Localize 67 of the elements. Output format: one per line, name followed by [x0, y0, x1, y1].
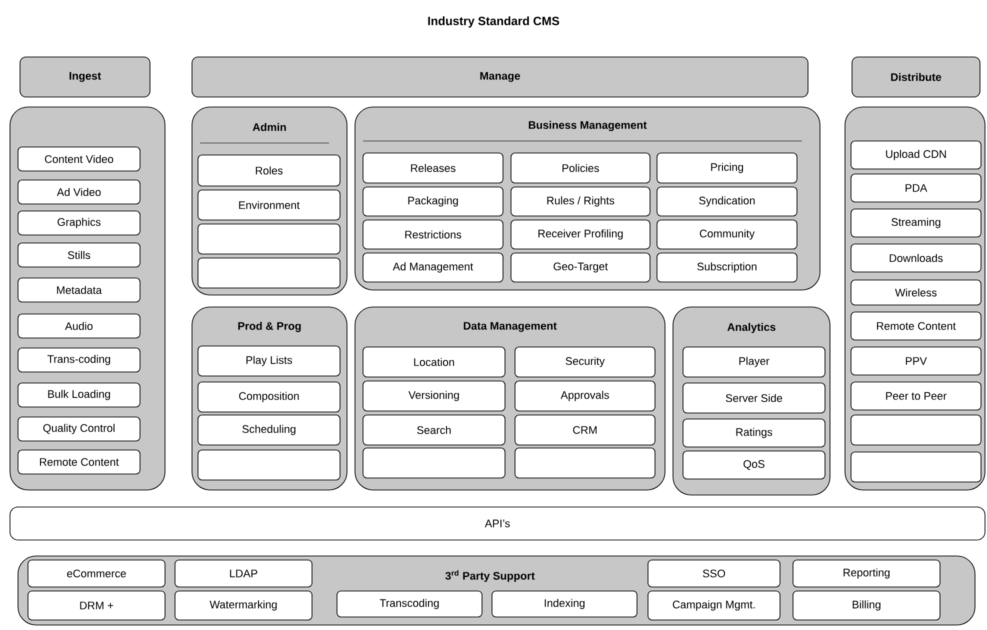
item-box: Quality Control: [18, 416, 140, 442]
item-box: Remote Content: [18, 450, 140, 474]
item-box: SSO: [648, 560, 780, 588]
empty-box: [362, 448, 506, 478]
item-box: Graphics: [18, 210, 140, 236]
item-box: Scheduling: [198, 414, 340, 446]
item-box: Rules / Rights: [510, 186, 650, 216]
item-box: LDAP: [174, 560, 312, 588]
item-box: Releases: [362, 152, 504, 184]
item-box: Content Video: [18, 146, 140, 172]
item-box: Ratings: [682, 418, 826, 448]
item-box: Downloads: [850, 244, 982, 272]
item-box: QoS: [682, 450, 826, 480]
empty-box: [198, 450, 340, 480]
item-box: Receiver Profiling: [510, 220, 650, 250]
section-header: Manage: [192, 56, 808, 98]
item-box: DRM +: [28, 590, 166, 620]
empty-box: [198, 224, 340, 254]
item-box: Security: [514, 346, 656, 378]
item-box: Stills: [18, 242, 140, 268]
item-box: Bulk Loading: [18, 382, 140, 408]
item-box: Community: [656, 220, 798, 250]
empty-box: [850, 414, 982, 446]
section-header: Distribute: [852, 56, 980, 98]
item-box: Server Side: [682, 382, 826, 414]
item-box: Billing: [792, 590, 940, 620]
item-box: Remote Content: [850, 312, 982, 340]
item-box: Ad Management: [362, 252, 504, 282]
item-box: Environment: [198, 190, 340, 220]
item-box: Approvals: [514, 380, 656, 412]
item-box: Watermarking: [174, 590, 312, 620]
item-box: Policies: [510, 152, 650, 184]
item-box: Play Lists: [198, 346, 340, 376]
item-box: Audio: [18, 314, 140, 338]
item-box: Metadata: [18, 278, 140, 302]
item-box: Trans-coding: [18, 348, 140, 372]
item-box: Roles: [198, 154, 340, 186]
item-box: Location: [362, 346, 506, 378]
item-box: eCommerce: [28, 560, 166, 588]
api-bar: API’s: [10, 506, 986, 540]
item-box: PDA: [850, 174, 982, 202]
item-box: Restrictions: [362, 220, 504, 250]
item-box: Peer to Peer: [850, 382, 982, 410]
item-box: Geo-Target: [510, 252, 650, 282]
item-box: PPV: [850, 346, 982, 376]
empty-box: [850, 452, 982, 482]
section-header: Ingest: [20, 56, 150, 98]
title: Industry Standard CMS: [428, 16, 560, 28]
item-box: Composition: [198, 382, 340, 412]
item-box: CRM: [514, 414, 656, 446]
item-box: Search: [362, 414, 506, 446]
item-box: Packaging: [362, 186, 504, 216]
item-box: Streaming: [850, 208, 982, 238]
item-box: Subscription: [656, 252, 798, 282]
item-box: Reporting: [792, 560, 940, 588]
item-box: Versioning: [362, 380, 506, 412]
item-box: Campaign Mgmt.: [648, 590, 780, 620]
item-box: Ad Video: [18, 180, 140, 204]
empty-box: [198, 258, 340, 288]
item-box: Wireless: [850, 280, 982, 306]
item-box: Player: [682, 346, 826, 378]
item-box: Transcoding: [336, 590, 482, 618]
item-box: Syndication: [656, 186, 798, 216]
item-box: Pricing: [656, 152, 798, 184]
item-box: Indexing: [492, 590, 638, 618]
item-box: Upload CDN: [850, 140, 982, 170]
empty-box: [514, 448, 656, 478]
